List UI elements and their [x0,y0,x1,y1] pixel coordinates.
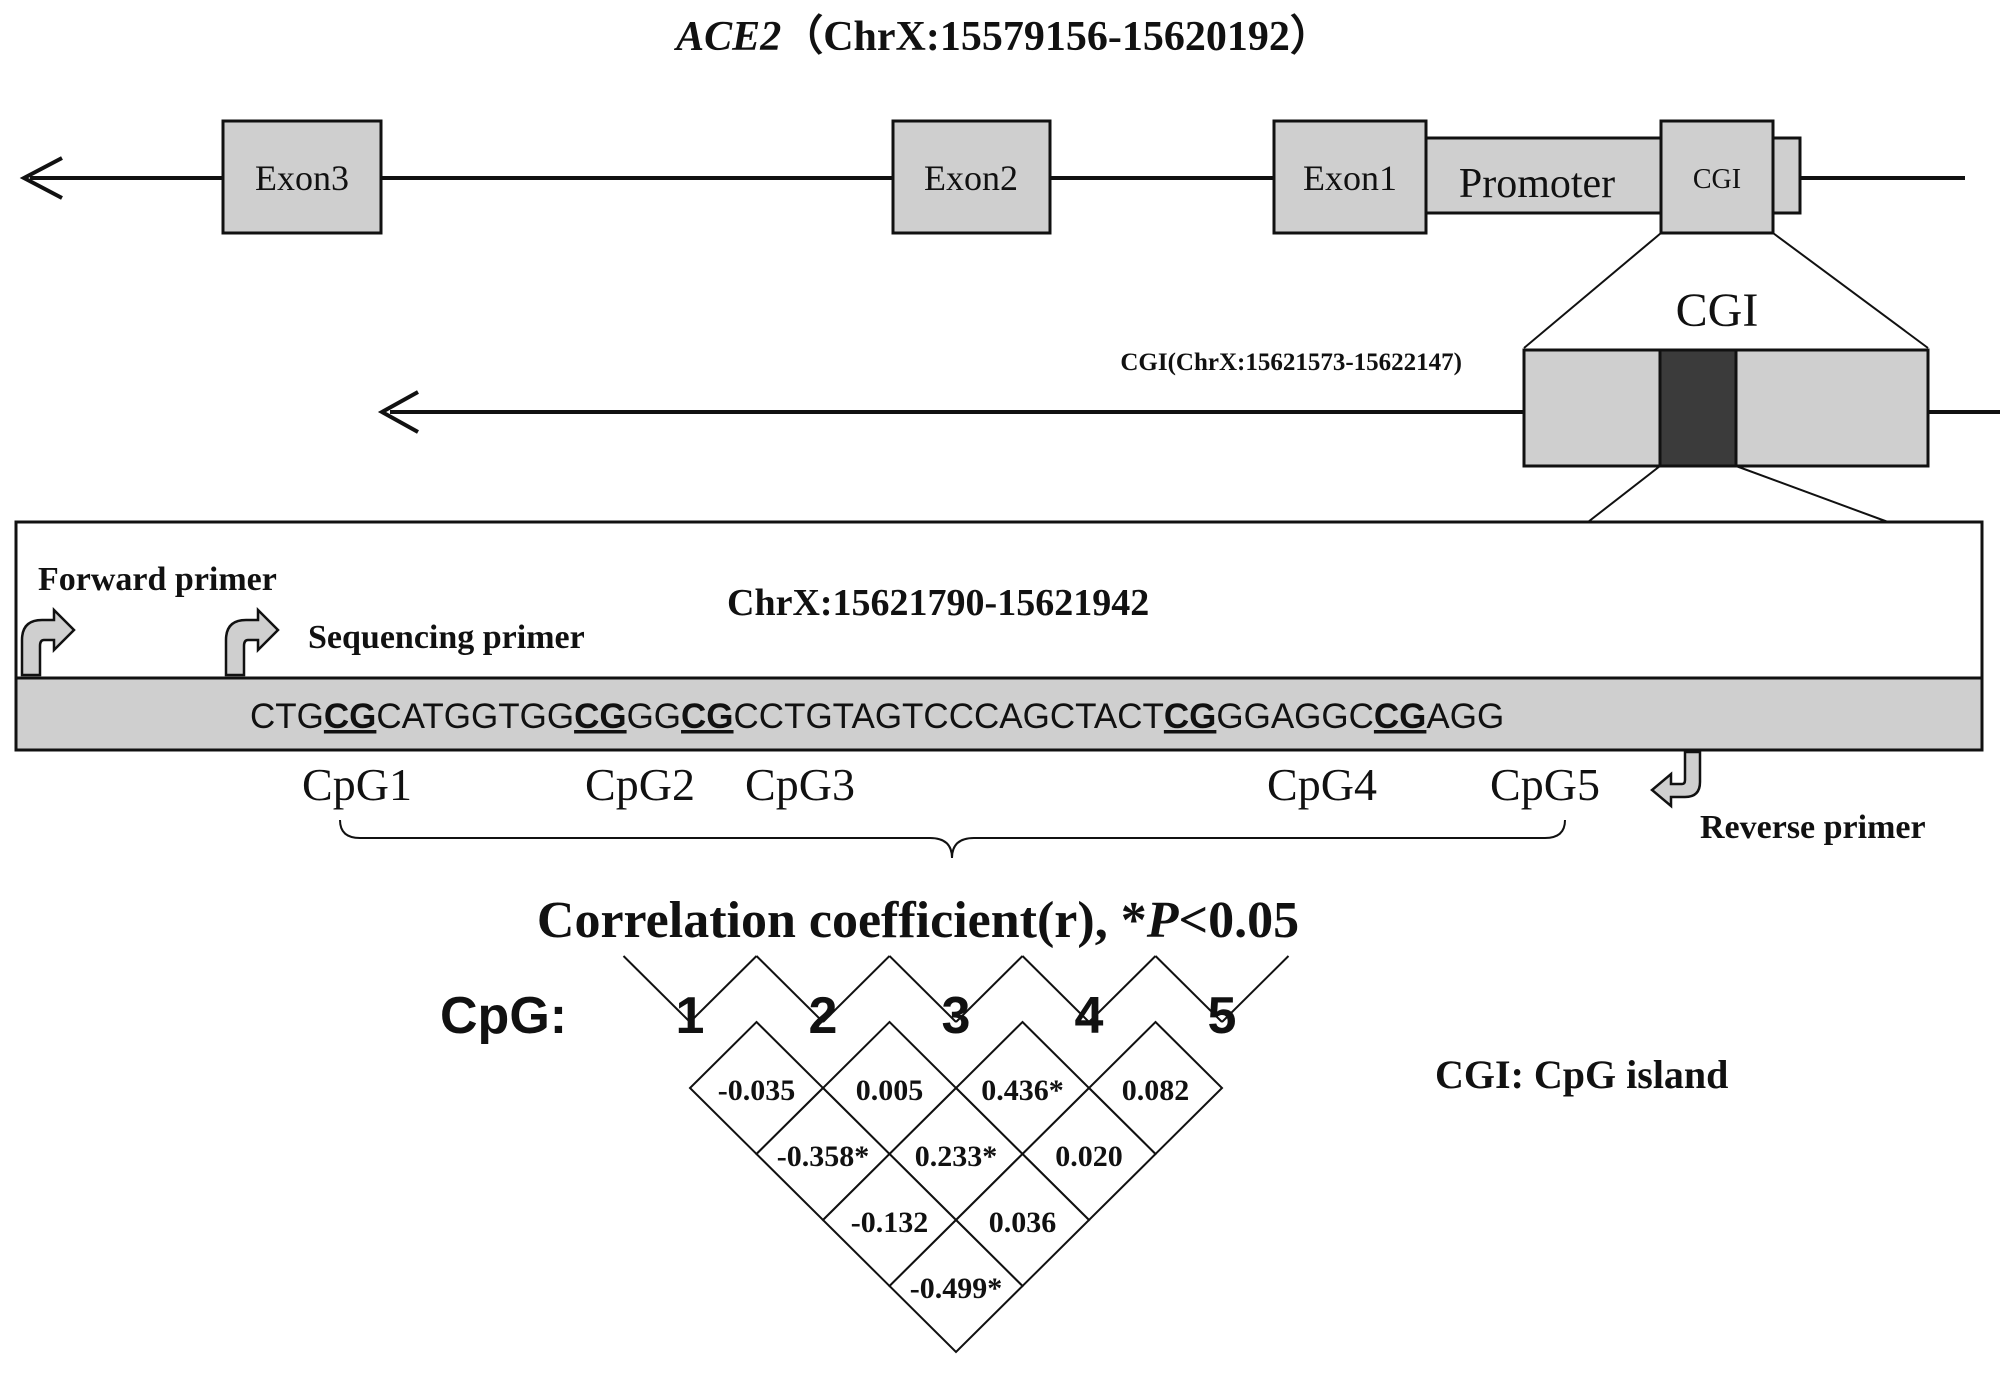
cpg-site: CG [681,697,734,736]
exon1-label: Exon1 [1303,158,1397,198]
exon2-box [891,119,1052,235]
correlation-heading: Correlation coefficient(r), *P<0.05 [537,892,1299,949]
cpg-label: CpG3 [745,759,855,810]
matrix-cell [888,1218,1024,1354]
sequencing-primer-label: Sequencing primer [308,619,585,656]
cpg-number: 2 [809,987,838,1045]
matrix-top-edge [822,955,891,1023]
figure-title: ACE2（ChrX:15579156-15620192） [673,13,1332,60]
matrix-top-edge [1154,955,1223,1023]
gene-coords: （ChrX:15579156-15620192） [781,13,1332,60]
matrix-top-edge [1088,955,1157,1023]
matrix-top-edge [1021,955,1090,1023]
correlation-matrix: -0.035 0.005 0.436* 0.082 -0.358* 0.233* 0.020… [622,955,1290,1354]
cpg-label: CpG1 [302,759,412,810]
forward-primer-label: Forward primer [38,561,277,598]
matrix-value: 0.233* [915,1140,998,1173]
zoom-line-right [1772,232,1929,349]
amp-zoom-right [1735,465,1889,523]
matrix-top-edge [888,955,957,1023]
sequence-segment: CTG [250,697,324,736]
reverse-primer-arrow-icon [1650,750,1702,809]
cgi-arrowhead-icon [377,390,419,434]
matrix-value: 0.005 [856,1074,924,1107]
cgi-label-small: CGI [1693,164,1741,195]
cpg-number: 1 [676,987,705,1045]
cpg-number-row: 1 2 3 4 5 [676,987,1237,1045]
dna-sequence: CTGCGCATGGTGGCGGGCGCCTGTAGTCCCAGCTACTCGG… [250,697,1504,736]
sequence-segment: AGG [1426,697,1504,736]
promoter-label: Promoter [1459,161,1615,207]
legend-text: CGI: CpG island [1435,1052,1728,1097]
sequence-segment: CCTGTAGTCCCAGCTACT [734,697,1164,736]
cpg-site: CG [324,697,377,736]
matrix-value: 0.036 [989,1206,1057,1239]
cpg-number: 3 [942,987,971,1045]
matrix-value: 0.436* [981,1074,1064,1107]
matrix-value: -0.499* [910,1272,1003,1305]
cpg-site: CG [1374,697,1427,736]
sequence-bar [14,676,1984,752]
cpg-brace [339,819,1566,859]
cgi-coords-label: CGI(ChrX:15621573-15622147) [1120,349,1462,376]
sequence-segment: CATGGTGG [376,697,574,736]
exon3-label: Exon3 [255,158,349,198]
forward-primer-arrow-icon [20,606,76,677]
cgi-box-small [1659,119,1775,235]
matrix-value: -0.132 [851,1206,929,1239]
exon2-label: Exon2 [924,158,1018,198]
matrix-top-edge [622,955,691,1023]
gene-name: ACE2 [673,14,781,60]
cpg-number: 4 [1075,987,1104,1045]
sequence-segment: GGAGGC [1216,697,1374,736]
cpg-row-label: CpG: [440,987,567,1045]
matrix-top-edge [1221,955,1290,1023]
cpg-site: CG [1164,697,1217,736]
matrix-top-edge [955,955,1024,1023]
exon3-box [221,119,383,235]
matrix-value: 0.020 [1055,1140,1123,1173]
cpg-label: CpG5 [1490,759,1600,810]
sequencing-primer-arrow-icon [224,606,280,677]
matrix-value: -0.035 [718,1074,796,1107]
cpg-label: CpG2 [585,759,695,810]
gene-arrowhead-icon [19,156,63,200]
amp-zoom-left [1587,465,1661,523]
matrix-top-edge [755,955,824,1023]
amplicon-coords: ChrX:15621790-15621942 [727,582,1149,624]
matrix-value: -0.358* [777,1140,870,1173]
reverse-primer-label: Reverse primer [1700,809,1926,846]
cpg-site: CG [574,697,627,736]
cgi-detail-title: CGI [1676,284,1759,337]
exon1-box [1272,119,1428,235]
cpg-label: CpG4 [1267,759,1377,810]
amplicon-region [1658,348,1738,468]
matrix-top-edge [689,955,758,1023]
sequence-segment: GG [627,697,681,736]
matrix-value: 0.082 [1122,1074,1190,1107]
cpg-number: 5 [1208,987,1237,1045]
zoom-line-left [1523,232,1662,349]
